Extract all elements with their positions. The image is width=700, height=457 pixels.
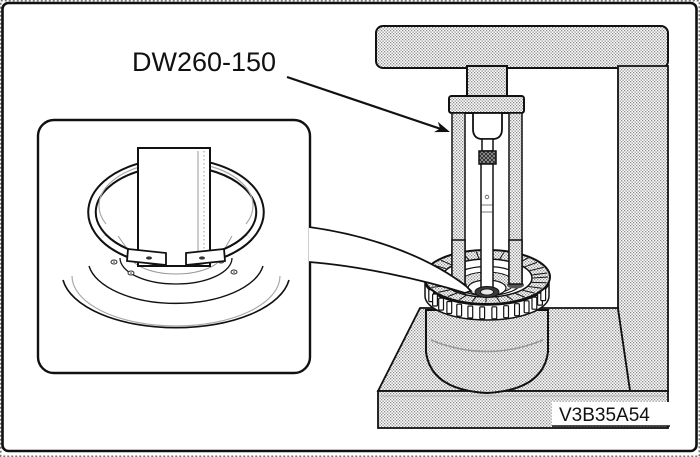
- press-crosshead: [448, 95, 525, 114]
- figure-code-block: V3B35A54: [552, 402, 670, 427]
- figure-code-backing: [552, 402, 670, 426]
- rod-right-lower: [508, 239, 523, 285]
- figure-code: V3B35A54: [559, 405, 650, 426]
- tool-label: DW260-150: [132, 47, 276, 77]
- press-beam: [375, 25, 669, 69]
- detail-callout-box: [36, 118, 312, 375]
- snap-ring-front: [99, 233, 253, 266]
- press-tool-knurl: [478, 150, 497, 165]
- snap-ring-lug-left: [126, 248, 167, 266]
- press-ram: [466, 65, 508, 100]
- callout-wedge-leader: [308, 226, 473, 294]
- label-arrow: [286, 75, 450, 133]
- workpiece-shaft: [137, 147, 211, 267]
- press-rods: [450, 112, 524, 298]
- drum-slots: [428, 288, 547, 320]
- snap-ring-lug-right: [185, 248, 226, 266]
- label-arrow-line: [286, 75, 442, 131]
- press-machine: [375, 25, 669, 392]
- label-arrowhead-icon: [434, 121, 450, 133]
- drum-hub-center: [480, 288, 494, 296]
- press-tool-neck: [481, 138, 494, 152]
- press-tool-shaft: [480, 163, 494, 293]
- shaft-detent: [484, 194, 490, 200]
- lug-hole-right: [199, 256, 205, 260]
- drum-lip-line: [430, 339, 544, 353]
- hub-arcs: [62, 253, 290, 329]
- lug-hole-left: [146, 256, 152, 260]
- press-tool-body: [472, 112, 503, 140]
- press-column: [617, 65, 669, 392]
